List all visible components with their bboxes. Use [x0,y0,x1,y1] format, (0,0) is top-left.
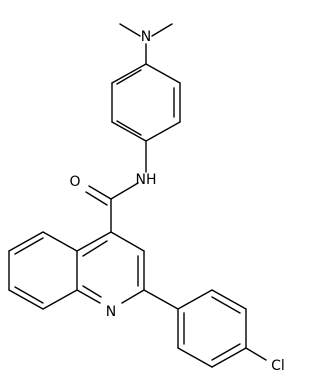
quinoline-benzo-ring [8,231,78,310]
molecule-structure: N NH O N Cl [8,23,285,374]
structure-canvas: N NH O N Cl [8,23,285,374]
dimethylamino-group [119,23,173,65]
amide-linkage [85,140,147,233]
quinoline-pyridine-ring [76,231,145,304]
chlorine-label: Cl [271,358,285,374]
dimethylamino-nitrogen-label: N [141,29,151,45]
chlorophenyl-ring [143,289,267,368]
aminophenyl-ring [111,63,181,142]
carbonyl-oxygen-label: O [69,174,80,190]
amide-nh-label: NH [136,172,157,188]
quinoline-nitrogen-label: N [106,304,116,320]
